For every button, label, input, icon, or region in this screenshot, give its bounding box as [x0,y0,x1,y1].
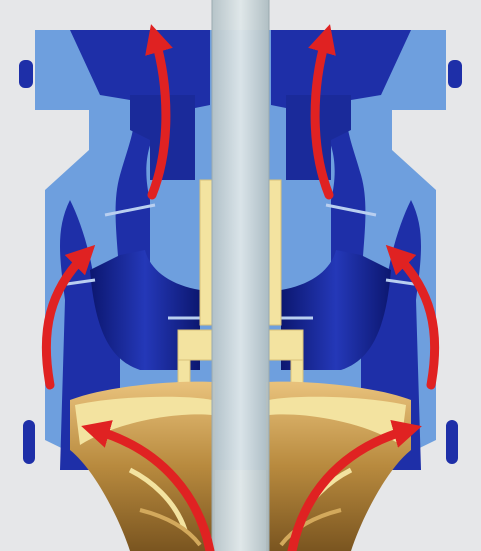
bolt-right-bottom [446,420,458,464]
bolt-left-bottom [23,420,35,464]
shaft [212,0,269,551]
bolt-left-top [19,60,33,88]
bolt-right-top [448,60,462,88]
